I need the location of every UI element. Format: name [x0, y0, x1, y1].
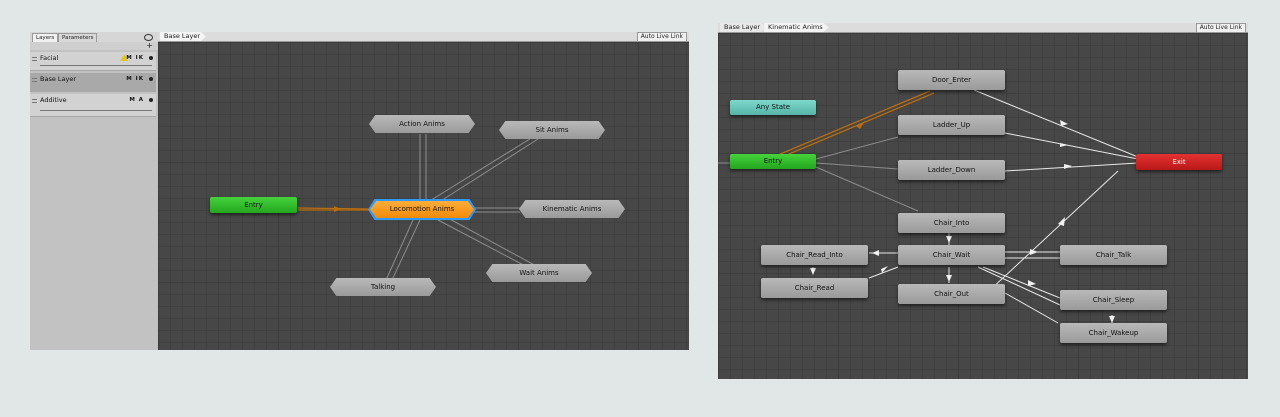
layer-settings-gear-icon[interactable] — [149, 56, 153, 60]
eye-icon[interactable] — [144, 34, 153, 41]
transition-line — [973, 89, 1139, 158]
state-wait-anims[interactable]: Wait Anims — [486, 264, 592, 282]
transition-line — [975, 170, 1119, 304]
transition-line — [1004, 292, 1059, 324]
transition-line — [391, 219, 421, 281]
state-sit-anims[interactable]: Sit Anims — [499, 121, 605, 139]
layer-flags: M IK — [126, 76, 144, 82]
state-talking[interactable]: Talking — [330, 278, 436, 296]
layer-row-facial[interactable]: Facial M IK — [30, 52, 156, 71]
warning-icon — [120, 54, 128, 61]
layer-settings-gear-icon[interactable] — [149, 77, 153, 81]
layer-row-additive[interactable]: Additive M A — [30, 94, 156, 117]
transition-line — [385, 219, 414, 281]
state-exit[interactable]: Exit — [1136, 154, 1222, 170]
layer-flags: M A — [129, 97, 144, 103]
state-kinematic-anims[interactable]: Kinematic Anims — [519, 200, 625, 218]
transition-lines — [297, 134, 541, 281]
state-action-anims[interactable]: Action Anims — [369, 115, 475, 133]
graph-toolbar: Base Layer Kinematic Anims Auto Live Lin… — [718, 23, 1248, 33]
add-layer-button[interactable]: + — [146, 41, 153, 50]
transition-line — [427, 136, 534, 203]
default-transition-line — [777, 90, 931, 156]
layer-weight-bar — [40, 65, 152, 66]
transition-line — [868, 266, 899, 279]
transition-arrow-icon — [872, 250, 879, 256]
transition-line — [977, 266, 1061, 306]
transition-line — [1004, 132, 1139, 160]
transition-arrow-icon — [1028, 280, 1036, 286]
auto-live-link-button[interactable]: Auto Live Link — [636, 32, 687, 42]
layers-panel: Layers Parameters + Facial M IK Base Lay… — [30, 32, 158, 350]
transition-arrow-icon — [810, 268, 816, 275]
state-chair-sleep[interactable]: Chair_Sleep — [1060, 290, 1167, 310]
transition-arrow-icon — [1109, 316, 1115, 323]
transition-line — [815, 162, 899, 170]
state-ladder-up[interactable]: Ladder_Up — [898, 115, 1005, 135]
state-chair-read[interactable]: Chair_Read — [761, 278, 868, 298]
state-chair-read-into[interactable]: Chair_Read_Into — [761, 245, 868, 265]
transition-line — [445, 216, 541, 269]
layer-name: Additive — [40, 96, 67, 104]
transition-arrow-icon — [881, 266, 888, 273]
layer-drag-handle[interactable] — [32, 78, 37, 82]
transition-arrow-icon — [946, 275, 952, 282]
state-entry[interactable]: Entry — [730, 154, 816, 169]
breadcrumb-kinematic-anims[interactable]: Kinematic Anims — [764, 23, 829, 32]
state-machine-graph[interactable]: Any State Entry Exit Door_Enter Ladder_U… — [718, 33, 1248, 379]
layer-settings-gear-icon[interactable] — [149, 98, 153, 102]
state-chair-wakeup[interactable]: Chair_Wakeup — [1060, 323, 1167, 343]
state-machine-graph[interactable]: Entry Action Anims Sit Anims Locomotion … — [158, 42, 689, 350]
transition-arrow-icon — [946, 236, 952, 243]
transition-line — [1004, 162, 1139, 172]
layer-flags: M IK — [126, 55, 144, 61]
transition-arrow-icon — [1058, 217, 1065, 226]
state-chair-wait[interactable]: Chair_Wait — [898, 245, 1005, 265]
transition-arrow-icon — [1030, 249, 1038, 255]
state-chair-talk[interactable]: Chair_Talk — [1060, 245, 1167, 265]
layer-weight-bar — [40, 110, 152, 111]
breadcrumb-base-layer[interactable]: Base Layer — [720, 23, 766, 32]
graph-toolbar: Base Layer Auto Live Link — [158, 32, 689, 42]
layer-drag-handle[interactable] — [32, 99, 37, 103]
transition-lines — [718, 89, 1139, 324]
state-entry[interactable]: Entry — [210, 197, 297, 213]
breadcrumb-base-layer[interactable]: Base Layer — [160, 32, 206, 41]
state-locomotion-anims[interactable]: Locomotion Anims — [370, 201, 474, 218]
layer-name: Base Layer — [40, 75, 77, 83]
layer-name: Facial — [40, 54, 59, 62]
add-layer-bar: + — [30, 41, 158, 50]
transition-arrow-icon — [856, 121, 865, 129]
transition-line — [437, 219, 534, 271]
transition-line — [982, 266, 1061, 299]
transition-line — [815, 136, 899, 160]
transition-arrow-icon — [334, 206, 341, 212]
transition-arrow-icon — [1064, 164, 1072, 169]
state-ladder-down[interactable]: Ladder_Down — [898, 160, 1005, 180]
transition-line — [815, 166, 919, 212]
layer-row-base-layer[interactable]: Base Layer M IK — [30, 73, 156, 92]
state-any-state[interactable]: Any State — [730, 100, 816, 115]
auto-live-link-button[interactable]: Auto Live Link — [1195, 23, 1246, 33]
transition-arrow-icon — [1060, 120, 1068, 126]
transition-line — [435, 138, 539, 205]
layer-drag-handle[interactable] — [32, 57, 37, 61]
state-chair-out[interactable]: Chair_Out — [898, 284, 1005, 304]
state-chair-into[interactable]: Chair_Into — [898, 213, 1005, 233]
state-door-enter[interactable]: Door_Enter — [898, 70, 1005, 90]
transition-arrow-icon — [1060, 143, 1068, 147]
